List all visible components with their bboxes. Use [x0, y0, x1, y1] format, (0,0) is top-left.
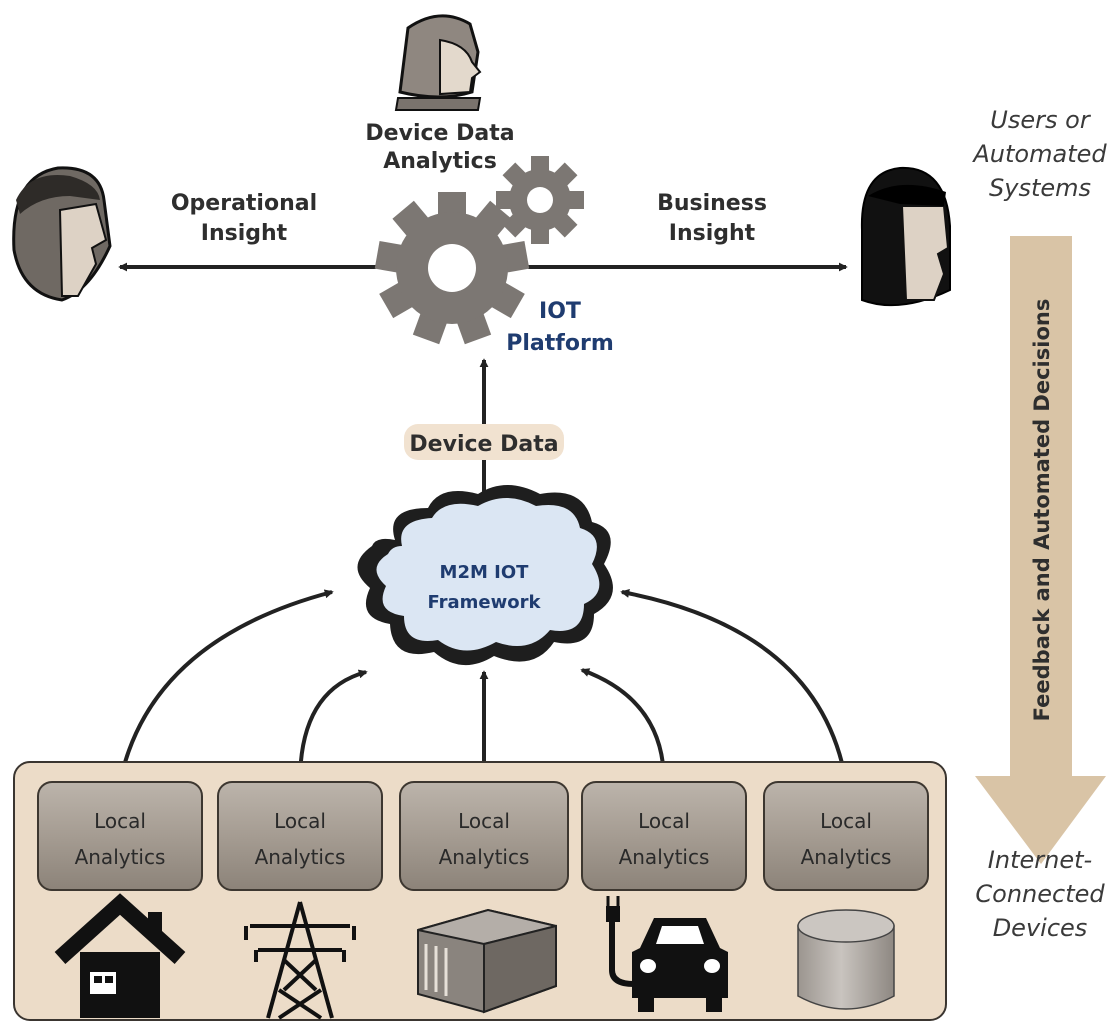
cloud-label-line2: Framework: [428, 592, 542, 613]
local-analytics-line2: Analytics: [439, 845, 530, 869]
local-analytics-box: Local Analytics: [763, 781, 929, 891]
devices-label-line2: Connected: [975, 880, 1105, 908]
business-person-icon: [860, 166, 951, 307]
local-analytics-line1: Local: [638, 809, 690, 833]
house-icon: [54, 893, 186, 1018]
business-insight-line1: Business: [657, 191, 767, 216]
local-analytics-line2: Analytics: [619, 845, 710, 869]
cloud-label-line1: M2M IOT: [440, 562, 530, 583]
analyst-label-line1: Device Data: [365, 121, 514, 146]
gears-icon: [374, 156, 584, 345]
local-analytics-line2: Analytics: [75, 845, 166, 869]
device-data-label: Device Data: [409, 432, 558, 457]
devices-label-line1: Internet-: [988, 846, 1092, 874]
analyst-person-icon: [394, 14, 482, 111]
feedback-arrow: [975, 236, 1106, 864]
local-analytics-line1: Local: [274, 809, 326, 833]
local-analytics-line2: Analytics: [255, 845, 346, 869]
arrow-device-1: [118, 589, 334, 783]
local-analytics-line1: Local: [820, 809, 872, 833]
analyst-label-line2: Analytics: [383, 149, 497, 174]
cloud-icon: [357, 485, 613, 666]
users-label-line3: Systems: [989, 174, 1091, 202]
feedback-label: Feedback and Automated Decisions: [1030, 299, 1054, 722]
local-analytics-box: Local Analytics: [37, 781, 203, 891]
platform-label-line1: IOT: [539, 299, 581, 324]
local-analytics-line1: Local: [458, 809, 510, 833]
database-icon: [797, 909, 895, 1010]
platform-label-line2: Platform: [506, 331, 614, 356]
arrow-device-5: [620, 588, 848, 783]
electric-car-icon: [606, 896, 728, 1012]
server-icon: [417, 908, 557, 1014]
operational-insight-line1: Operational: [171, 191, 317, 216]
users-label-line2: Automated: [971, 140, 1107, 168]
devices-label-line3: Devices: [993, 914, 1088, 942]
operations-person-icon: [12, 166, 112, 302]
local-analytics-box: Local Analytics: [581, 781, 747, 891]
users-label-line1: Users or: [990, 106, 1092, 134]
local-analytics-box: Local Analytics: [399, 781, 569, 891]
operational-insight-line2: Insight: [201, 221, 288, 246]
business-insight-line2: Insight: [669, 221, 756, 246]
local-analytics-line2: Analytics: [801, 845, 892, 869]
power-tower-icon: [244, 901, 356, 1020]
device-data-label-bg: [404, 424, 564, 460]
local-analytics-box: Local Analytics: [217, 781, 383, 891]
local-analytics-line1: Local: [94, 809, 146, 833]
